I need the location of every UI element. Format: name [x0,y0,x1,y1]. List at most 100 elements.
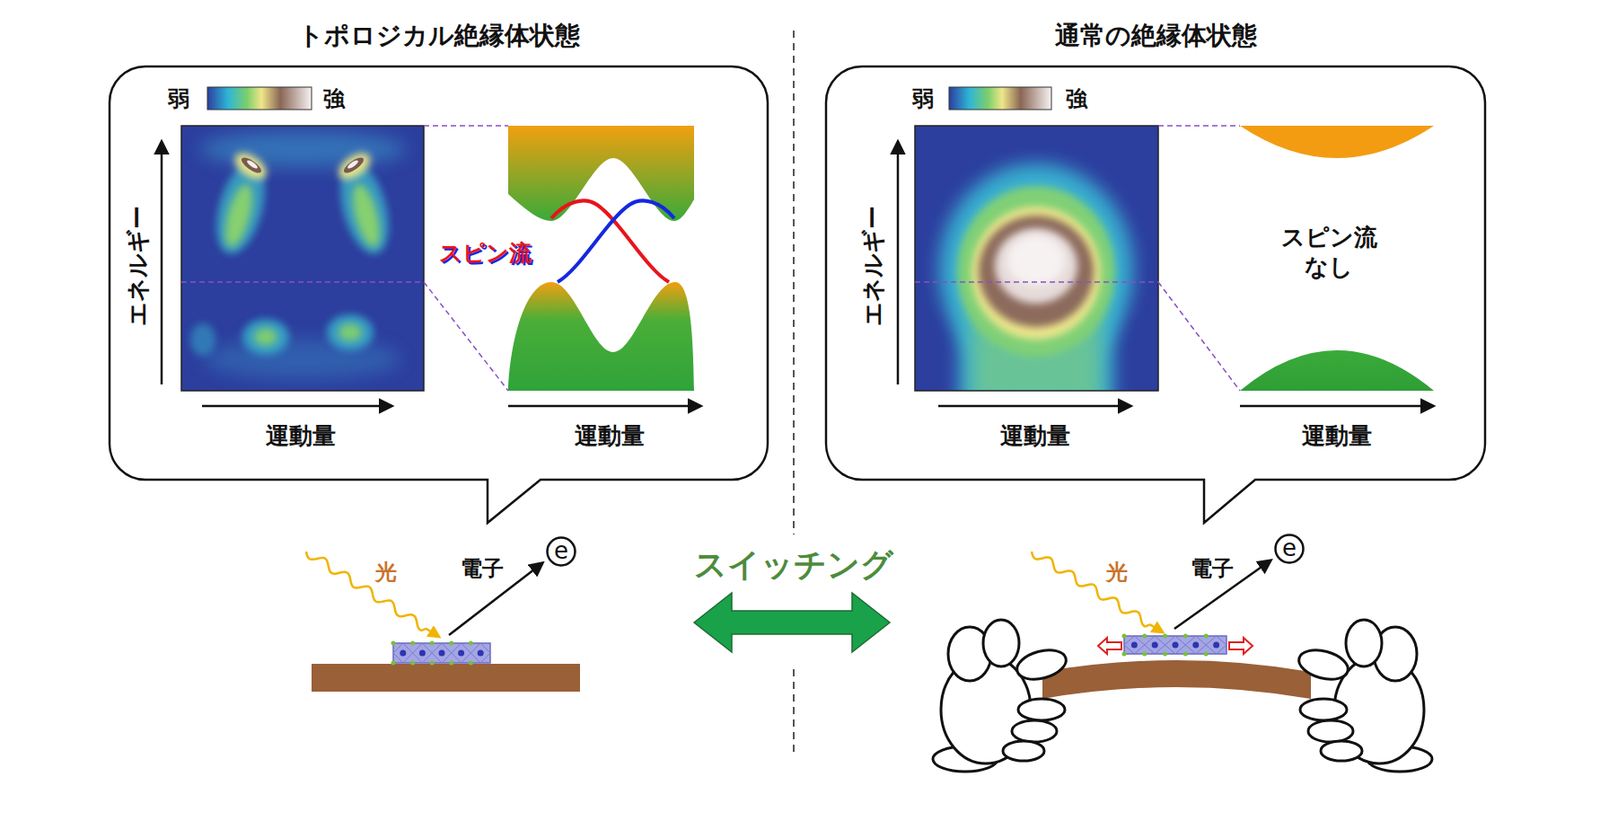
arpes-image [346,158,360,170]
spin-current-label: スピン流 [439,238,532,267]
arpes-image [242,318,290,355]
atoms [413,642,433,663]
guide-lines [423,124,509,127]
atoms [1162,633,1168,639]
atoms [1213,641,1220,649]
hand-fingers [1011,720,1057,742]
arpes-image [994,228,1078,304]
atoms [1204,651,1209,657]
guide-lines [181,125,1240,391]
hand-fingers [1002,644,1070,761]
band-schematic [1239,125,1434,391]
atoms [391,641,396,646]
atoms [1122,633,1127,639]
atoms [468,641,474,646]
band-schematic [557,200,675,282]
arpes-image [914,125,1159,391]
axis-arrows [508,404,701,408]
guide-lines [181,281,424,283]
atoms [431,642,452,663]
bubble-outline [826,66,1486,523]
atoms [391,660,396,666]
arpes-image [338,323,362,342]
switching-label: スイッチング [694,544,894,585]
arpes-image [219,181,258,250]
arpes-image [246,158,259,170]
atoms [1151,641,1159,649]
electron-symbol: e [553,538,569,563]
divider [792,30,795,535]
atoms [448,641,454,646]
band-schematic [508,125,695,391]
arpes-image [326,314,374,351]
bubble-outline [109,66,768,480]
axis-label: 運動量 [265,421,336,451]
sample-bent [1229,637,1253,654]
bubble-outline [826,66,1486,480]
atoms [451,642,472,663]
atoms [430,641,435,646]
scale-label: 強 [1065,85,1088,113]
arpes-image [347,181,386,250]
sample-bent [1124,635,1227,654]
sample-bent [1098,637,1122,654]
atoms [1124,635,1145,654]
circle-outline [1275,535,1304,563]
atoms [419,650,426,657]
atoms [477,650,484,657]
color-bar [207,87,312,110]
hand-fingers [1320,740,1363,761]
electron-circle: e [545,536,577,567]
atoms [470,642,491,663]
panel-title: トポロジカル絶縁体状態 [298,18,581,53]
spin-current-label: スピン流 なし [1270,222,1388,282]
sample-bent [1042,659,1311,699]
atoms [1205,635,1227,654]
axis-label: エネルギー [123,205,153,326]
electron-label: 電子 [1190,554,1234,582]
electron-symbol: e [1282,536,1297,560]
axis-arrows [160,141,164,385]
hand [1345,619,1382,667]
light-ray [306,551,440,637]
atoms [1131,641,1138,649]
hand [983,619,1020,667]
circle-outline [547,537,576,566]
guide-lines [423,281,509,391]
arpes-image [334,148,375,185]
sample-flat [311,663,581,692]
electron-label: 電子 [460,554,504,582]
image-frame [914,125,1159,391]
double-arrow [694,592,890,652]
band-schematic [1239,125,1434,159]
axis-arrows [161,141,1433,406]
image-frame [181,125,424,391]
atoms [1165,635,1187,654]
sample-flat [393,642,491,663]
divider [792,668,795,757]
axis-arrows [202,404,392,408]
arpes-image [181,125,424,391]
atoms [1142,651,1147,657]
guide-lines [1158,124,1240,127]
hand-fingers [1300,698,1347,721]
atoms [393,642,414,663]
axis-arrows [938,404,1131,408]
atoms [457,650,465,657]
atoms [439,650,446,657]
speech-bubble: 通常の絶縁体状態 [826,66,1486,480]
arpes-image [1007,235,1065,286]
divider [792,30,795,757]
hand-fingers [1002,740,1045,761]
arpes-image [978,215,1094,327]
atoms [1122,651,1127,657]
hand-fingers [1308,720,1354,742]
arpes-image [203,339,402,379]
axis-label: エネルギー [858,205,888,326]
atoms [410,641,415,646]
arpes-image [181,125,424,391]
axis-label: 運動量 [574,421,645,451]
electron-circle: e [1274,533,1305,564]
axis-label: 運動量 [1000,421,1071,451]
